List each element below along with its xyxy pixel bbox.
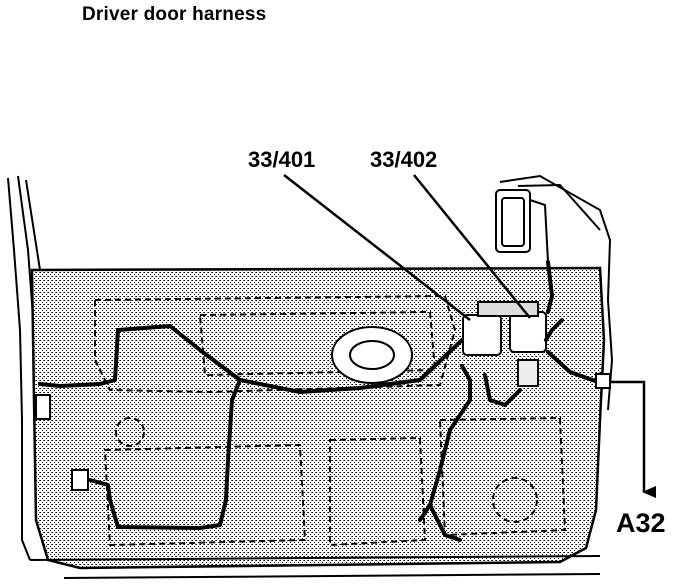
hinge-tabs [35,394,89,491]
callout-33-401: 33/401 [248,147,316,172]
leader-line-33-402 [413,174,531,319]
callout-a32: A32 [616,508,666,538]
page-title: Driver door harness [82,4,267,25]
wiring-harness [38,260,600,542]
connector-33-401 [462,314,502,356]
connector-33-402 [509,311,547,353]
callout-33-402: 33/402 [370,147,438,172]
window-frame [495,174,614,411]
door-sill [29,555,601,579]
arrow-to-a32 [610,380,656,498]
leader-line-33-401 [283,174,471,321]
leader-lines [283,174,531,321]
pass-through-grommet [595,373,611,389]
loudspeaker [331,326,413,384]
connector-blocks [462,301,547,387]
